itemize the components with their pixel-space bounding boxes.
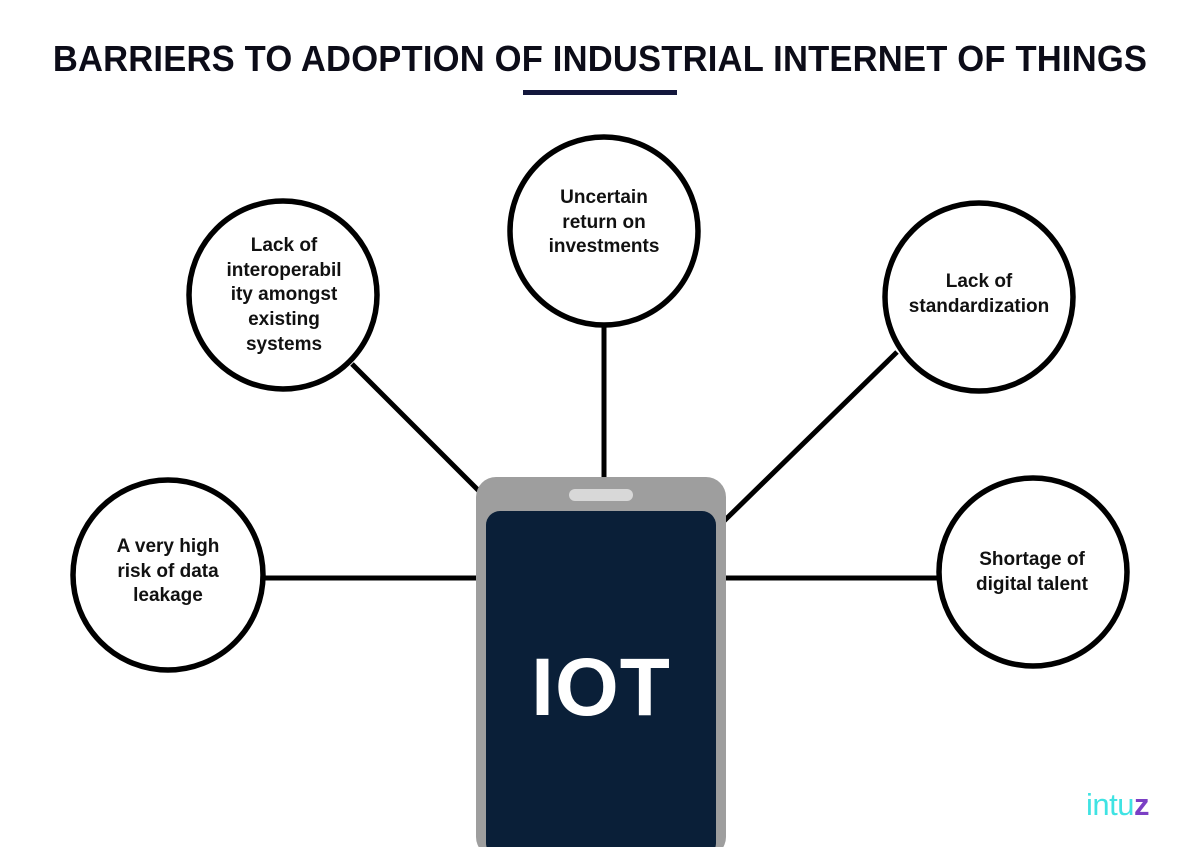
page-title-text: BARRIERS TO ADOPTION OF INDUSTRIAL INTER… — [52, 38, 1148, 79]
barrier-bubble-roi[interactable] — [507, 134, 701, 328]
barrier-bubble-data-leakage[interactable] — [70, 477, 266, 673]
brand-logo: intuz — [1086, 788, 1149, 822]
connector-standardization — [721, 350, 899, 524]
page-title: BARRIERS TO ADOPTION OF INDUSTRIAL INTER… — [0, 36, 1200, 95]
barrier-bubble-interoperability[interactable] — [186, 198, 380, 392]
phone-speaker-grille — [569, 489, 633, 501]
title-underline-rule — [523, 90, 677, 95]
barrier-bubble-standardization[interactable] — [882, 200, 1076, 394]
connector-interoperability — [350, 362, 484, 496]
brand-logo-accent: z — [1133, 787, 1150, 822]
phone-screen — [486, 511, 716, 847]
iot-device — [476, 477, 726, 847]
brand-logo-mark: intu — [1086, 787, 1134, 822]
barrier-bubble-digital-talent[interactable] — [936, 475, 1130, 669]
